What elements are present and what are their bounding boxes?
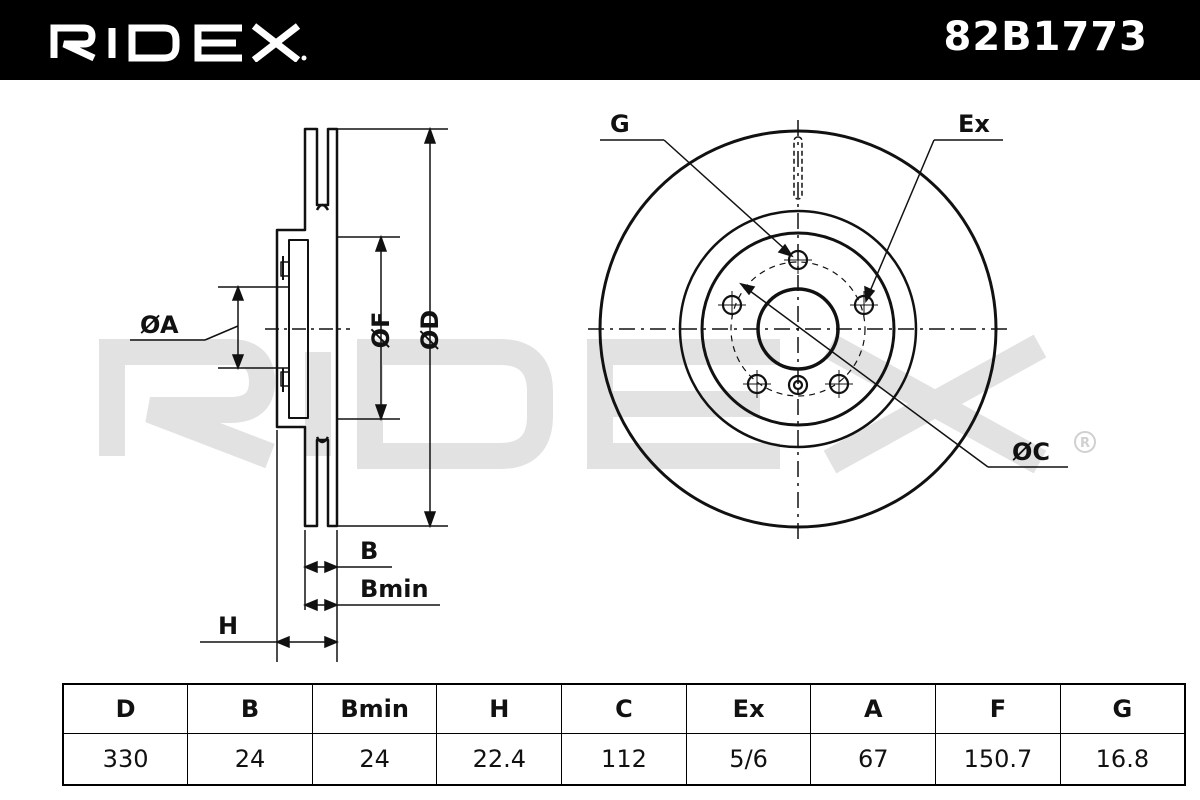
specs-table: D B Bmin H C Ex A F G 330 24 24 22.4 112… bbox=[62, 683, 1186, 786]
dim-h bbox=[200, 430, 339, 662]
header-f: F bbox=[935, 683, 1061, 734]
disc-side-view bbox=[275, 127, 339, 528]
label-diameter-f: ØF bbox=[367, 312, 395, 349]
header-c: C bbox=[561, 683, 687, 734]
value-g: 16.8 bbox=[1059, 733, 1186, 786]
header-bmin: Bmin bbox=[311, 683, 438, 734]
label-diameter-c: ØC bbox=[1012, 438, 1050, 466]
label-thickness-b: B bbox=[360, 537, 378, 565]
header-bar: 82B1773 bbox=[0, 0, 1200, 80]
value-b: 24 bbox=[187, 733, 313, 786]
value-c: 112 bbox=[561, 733, 687, 786]
value-bmin: 24 bbox=[311, 733, 438, 786]
value-ex: 5/6 bbox=[685, 733, 812, 786]
value-f: 150.7 bbox=[935, 733, 1061, 786]
value-d: 330 bbox=[62, 733, 189, 786]
specs-header-row: D B Bmin H C Ex A F G bbox=[62, 683, 1186, 734]
label-ex: Ex bbox=[958, 110, 990, 138]
header-h: H bbox=[436, 683, 563, 734]
watermark bbox=[99, 334, 1047, 474]
specs-value-row: 330 24 24 22.4 112 5/6 67 150.7 16.8 bbox=[62, 733, 1186, 786]
wear-indicator-slot bbox=[793, 136, 803, 200]
header-d: D bbox=[62, 683, 189, 734]
front-centerlines bbox=[588, 120, 1008, 540]
part-number: 82B1773 bbox=[943, 14, 1148, 60]
label-diameter-d: ØD bbox=[416, 310, 444, 350]
label-height-h: H bbox=[218, 612, 238, 640]
svg-text:R: R bbox=[1080, 436, 1090, 451]
dim-d bbox=[337, 126, 448, 529]
ridex-logo bbox=[50, 23, 307, 62]
label-thickness-bmin: Bmin bbox=[360, 575, 429, 603]
header-b: B bbox=[187, 683, 313, 734]
header-g: G bbox=[1059, 683, 1186, 734]
leader-c bbox=[739, 282, 1068, 468]
technical-drawing: R ØD ØF ØA bbox=[99, 110, 1096, 662]
bolt-hole-crosshairs bbox=[718, 246, 878, 398]
leader-g bbox=[600, 139, 794, 258]
label-diameter-a: ØA bbox=[140, 311, 179, 339]
header-ex: Ex bbox=[685, 683, 812, 734]
header-a: A bbox=[810, 683, 937, 734]
registered-mark: R bbox=[1074, 431, 1096, 453]
value-h: 22.4 bbox=[436, 733, 563, 786]
dim-b bbox=[303, 530, 440, 662]
value-a: 67 bbox=[810, 733, 937, 786]
leader-ex bbox=[864, 139, 1003, 303]
dim-a bbox=[130, 284, 290, 371]
dim-f bbox=[337, 234, 400, 422]
label-g: G bbox=[610, 110, 630, 138]
